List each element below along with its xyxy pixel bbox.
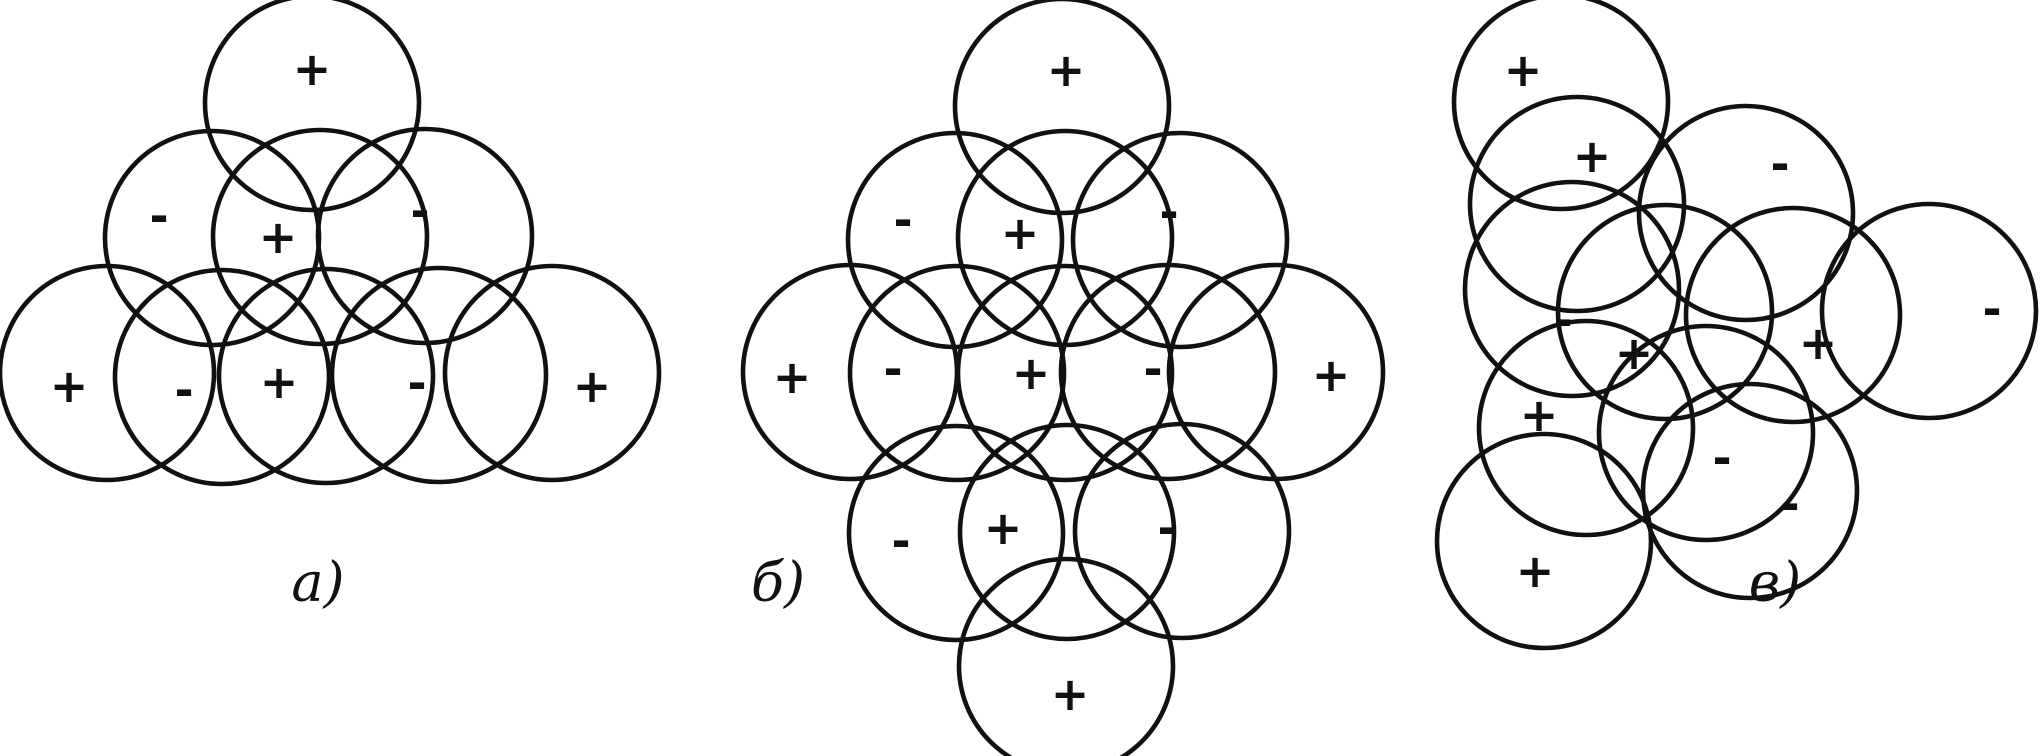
ion-circle — [846, 423, 1066, 643]
cation-sign: + — [50, 359, 89, 413]
anion-sign: - — [1982, 282, 2001, 336]
anion-sign: - — [891, 514, 910, 568]
anion-sign: - — [149, 189, 168, 243]
ion-circle — [1640, 381, 1860, 601]
figure-a: а) + - + - + - + - + — [0, 0, 662, 614]
anion-sign: - — [410, 184, 429, 238]
cation-sign: + — [1516, 544, 1555, 598]
cation-sign: + — [259, 210, 298, 264]
cation-sign: + — [260, 355, 299, 409]
anion-sign: - — [174, 363, 193, 417]
figure-c-label: в) — [1749, 551, 1802, 614]
ion-circle — [1467, 94, 1687, 314]
anion-sign: - — [1770, 137, 1789, 191]
cation-sign: + — [1504, 43, 1543, 97]
ion-circle — [210, 127, 430, 347]
ion-circle — [442, 263, 662, 483]
ion-circle — [956, 556, 1176, 756]
cation-sign: + — [1012, 346, 1051, 400]
anion-sign: - — [1712, 431, 1731, 485]
ion-circle — [957, 422, 1177, 642]
ion-circle — [952, 0, 1172, 216]
anion-sign: - — [1159, 185, 1178, 239]
cation-sign: + — [1047, 43, 1086, 97]
anion-sign: - — [893, 193, 912, 247]
anion-sign: - — [1780, 477, 1799, 531]
cation-sign: + — [1312, 348, 1351, 402]
cation-sign: + — [293, 42, 332, 96]
figure-b-label: б) — [751, 551, 805, 614]
ion-circle — [955, 128, 1175, 348]
anion-sign: - — [1553, 293, 1572, 347]
cation-sign: + — [984, 501, 1023, 555]
ion-circle — [102, 128, 322, 348]
cation-sign: + — [1001, 206, 1040, 260]
ion-circle — [216, 266, 436, 486]
anion-sign: - — [407, 356, 426, 410]
cation-sign: + — [1520, 388, 1559, 442]
ion-circle — [845, 130, 1065, 350]
ion-circle — [1451, 0, 1671, 212]
ion-circle — [329, 265, 549, 485]
figure-b: б) + - + - + - + - + - + - + — [740, 0, 1386, 756]
ion-circle — [1555, 202, 1775, 422]
cation-sign: + — [1051, 667, 1090, 721]
cation-sign: + — [1573, 129, 1612, 183]
ion-circle — [1683, 205, 1903, 425]
ion-circle — [1070, 130, 1290, 350]
cation-sign: + — [1615, 326, 1654, 380]
ion-circle — [847, 263, 1067, 483]
anion-sign: - — [1157, 501, 1176, 555]
anion-sign: - — [883, 342, 902, 396]
ion-circle — [112, 267, 332, 487]
ion-circle — [1636, 103, 1856, 323]
ion-circle — [1434, 431, 1654, 651]
ion-circle — [1166, 262, 1386, 482]
figure-c: в) ++--++-+-+- — [1434, 0, 2039, 651]
ion-circle — [1819, 201, 2039, 421]
cation-sign: + — [1799, 316, 1838, 370]
ion-circle — [1462, 179, 1682, 399]
anion-sign: - — [1143, 342, 1162, 396]
ion-circle — [1596, 323, 1816, 543]
ion-circle — [1476, 318, 1696, 538]
cation-sign: + — [773, 350, 812, 404]
ion-circle — [202, 0, 422, 213]
figure-a-label: а) — [291, 551, 344, 614]
cation-sign: + — [573, 359, 612, 413]
